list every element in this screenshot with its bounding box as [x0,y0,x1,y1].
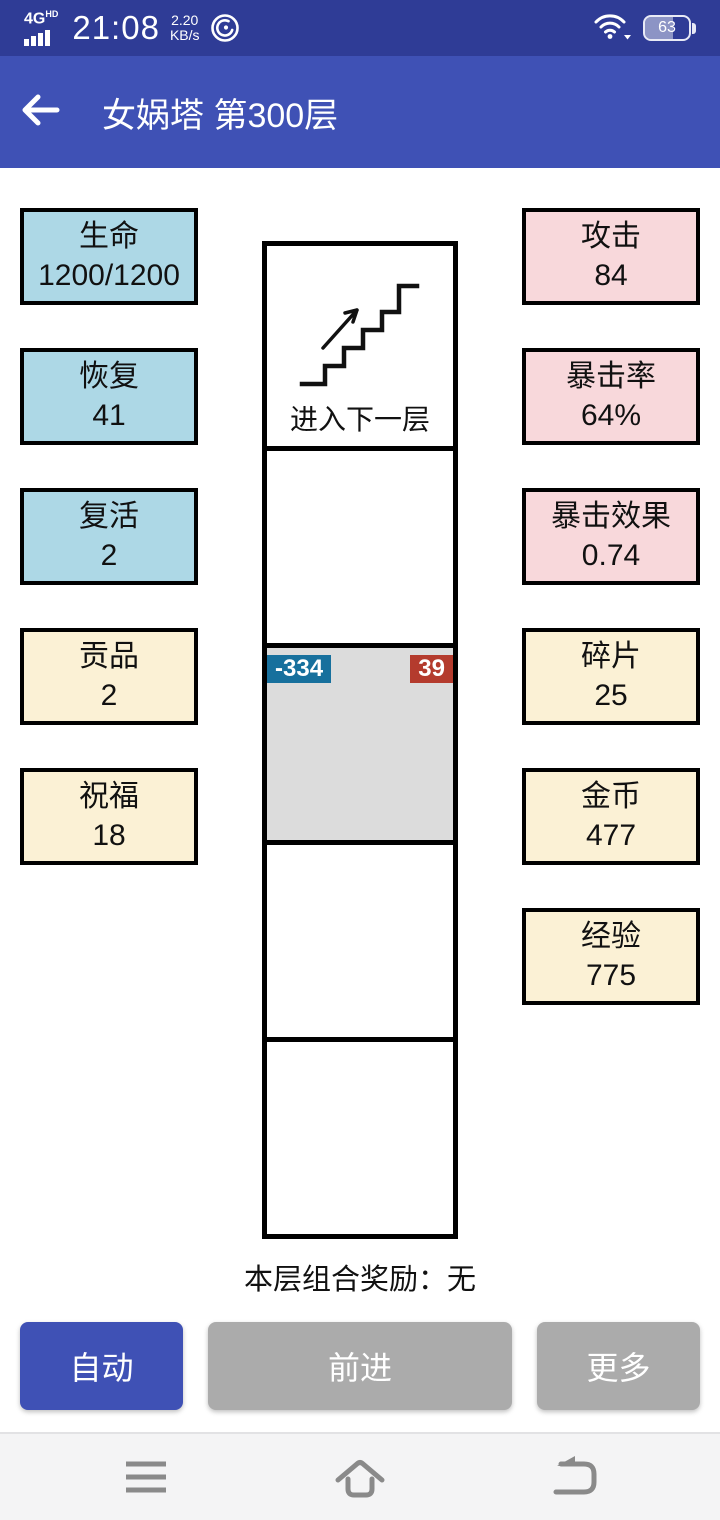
stat-label: 生命 [79,220,139,253]
stat-value: 2 [100,678,118,712]
app-bar: 女娲塔 第300层 [0,56,720,168]
page-title: 女娲塔 第300层 [102,96,339,135]
stat-label: 贡品 [79,640,139,673]
stat-shards: 碎片 25 [522,628,700,725]
stat-hp: 生命 1200/1200 [20,208,198,305]
track-cell-monster[interactable]: -334 39 [267,648,453,845]
stat-label: 金币 [581,780,641,813]
auto-button[interactable]: 自动 [20,1322,183,1410]
battery-indicator: 63 [643,15,696,41]
stat-attack: 攻击 84 [522,208,700,305]
home-icon [335,1460,385,1498]
track-cell-empty[interactable] [267,845,453,1042]
arrow-left-icon [19,92,61,133]
track-cell-empty[interactable] [267,451,453,648]
stat-recovery: 恢复 41 [20,348,198,445]
network-type-label: 4GHD [24,9,59,28]
stat-revive: 复活 2 [20,488,198,585]
stat-value: 84 [594,258,628,292]
stat-blessing: 祝福 18 [20,768,198,865]
signal-bars-icon [24,29,50,46]
stat-value: 2 [100,538,118,572]
battery-percent: 63 [658,19,676,36]
stat-value: 41 [92,398,126,432]
nav-back-button[interactable] [546,1449,602,1505]
status-bar: 4GHD 21:08 2.20 KB/s 63 [0,0,720,56]
menu-icon [126,1461,166,1493]
stat-label: 经验 [581,920,641,953]
stat-label: 碎片 [581,640,641,673]
network-speed: 2.20 KB/s [169,12,200,43]
nav-menu-button[interactable] [118,1449,174,1505]
stat-crit-rate: 暴击率 64% [522,348,700,445]
stat-label: 攻击 [581,220,641,253]
stat-label: 复活 [79,500,139,533]
track-cell-exit[interactable]: 进入下一层 [267,246,453,451]
floor-track: 进入下一层 -334 39 [262,241,458,1239]
stat-exp: 经验 775 [522,908,700,1005]
stat-tribute: 贡品 2 [20,628,198,725]
exit-cell-label: 进入下一层 [289,404,430,435]
stat-value: 775 [585,958,637,992]
signal-indicator: 4GHD [24,9,59,46]
system-nav-bar [0,1432,720,1520]
stat-value: 64% [580,398,642,432]
track-cell-empty[interactable] [267,1042,453,1234]
stat-label: 暴击效果 [551,500,671,533]
enemy-hp-badge: 39 [410,655,453,683]
wifi-icon [593,11,633,46]
nav-home-button[interactable] [332,1449,388,1505]
return-icon [553,1456,597,1495]
stat-gold: 金币 477 [522,768,700,865]
stat-crit-effect: 暴击效果 0.74 [522,488,700,585]
forward-button[interactable]: 前进 [208,1322,512,1410]
combo-reward-text: 本层组合奖励：无 [243,1264,476,1296]
back-button[interactable] [0,56,80,168]
music-app-icon [210,13,240,43]
stat-value: 1200/1200 [38,258,180,292]
clock: 21:08 [72,9,160,46]
stairs-up-icon [299,283,420,387]
stat-label: 暴击率 [566,360,656,393]
stat-value: 25 [594,678,628,712]
damage-badge: -334 [267,655,332,683]
stat-value: 477 [585,818,637,852]
stat-value: 18 [92,818,126,852]
stat-label: 祝福 [79,780,139,813]
stat-label: 恢复 [79,360,139,393]
stat-value: 0.74 [581,538,641,572]
more-button[interactable]: 更多 [537,1322,700,1410]
